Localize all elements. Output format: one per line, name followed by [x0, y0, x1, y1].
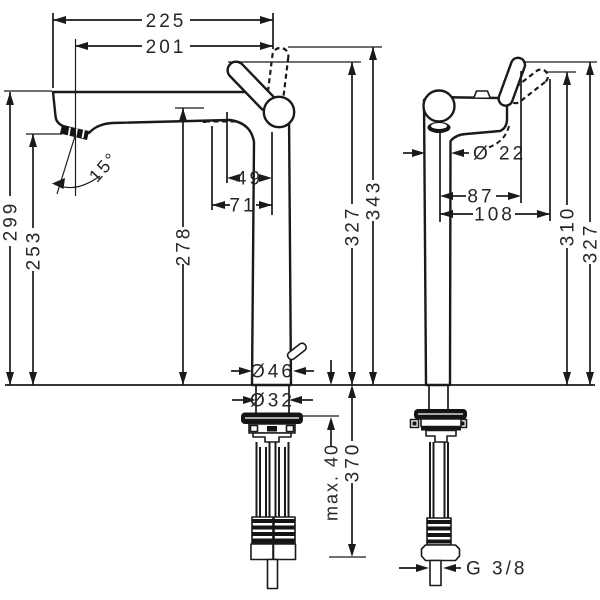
hose-nut-side	[420, 544, 461, 562]
dim-handle-reach-87: 87	[439, 71, 522, 222]
dim-label-327-front: 327	[343, 206, 364, 247]
handle-joint	[262, 95, 296, 129]
side-handle-lever	[497, 56, 527, 107]
dim-label-dia22: Ø 22	[473, 144, 526, 165]
hose-connectors-front	[251, 516, 296, 544]
hose-nut-front-right	[272, 543, 297, 561]
dim-deck-thickness-max40: max. 40	[302, 360, 342, 521]
dim-label-dia46: Ø46	[250, 362, 295, 383]
side-view-faucet	[409, 56, 549, 587]
dim-outlet-height-253: 253	[24, 133, 62, 385]
dim-spout-height-299: 299	[1, 90, 52, 385]
dim-height-310: 310	[545, 71, 579, 385]
front-view-faucet	[51, 46, 308, 590]
spout-and-body	[51, 90, 293, 387]
dim-height-327-side: 327	[523, 61, 600, 385]
dim-label-201: 201	[146, 37, 187, 58]
dim-label-299: 299	[1, 201, 22, 242]
dim-body-diameter-22: Ø 22	[403, 144, 526, 165]
dim-total-height-327-front: 327	[228, 61, 364, 385]
supply-hose-side	[429, 442, 449, 518]
dim-label-225: 225	[146, 11, 187, 32]
dim-handle-reach-108: 108	[440, 79, 551, 226]
dim-label-370: 370	[343, 442, 364, 483]
dim-body-height-278: 278	[174, 107, 204, 385]
side-body-clip	[473, 90, 491, 98]
dim-label-278: 278	[174, 226, 195, 267]
dim-base-diameter-46: Ø46	[231, 362, 314, 383]
handle-skirt-dashed	[486, 125, 510, 149]
dim-thread-g38: G 3/8	[399, 559, 527, 580]
dim-spout-reach-201: 201	[75, 37, 273, 58]
thread-shank-side	[429, 559, 442, 587]
dim-label-87: 87	[467, 187, 494, 208]
supply-hoses-front	[255, 442, 290, 517]
dim-label-49: 49	[236, 169, 263, 190]
dim-handle-offset-71: 71	[211, 126, 272, 217]
dim-total-height-343: 343	[288, 46, 385, 385]
dim-label-310: 310	[558, 206, 579, 247]
front-under-counter	[241, 385, 303, 590]
dim-label-g38: G 3/8	[466, 559, 527, 580]
popup-rod-front	[266, 558, 279, 590]
hose-nut-front-left	[250, 543, 274, 561]
dim-handle-offset-49: 49	[226, 112, 273, 215]
popup-rod-knob	[286, 342, 308, 361]
dim-label-327-side: 327	[581, 223, 600, 264]
dim-label-343: 343	[364, 180, 385, 221]
dim-label-angle: 15°	[85, 148, 122, 186]
dim-label-dia32: Ø32	[250, 391, 295, 412]
side-aerator	[427, 122, 451, 133]
side-under-counter	[409, 385, 468, 587]
dim-overall-depth-225: 225	[52, 11, 274, 88]
side-spout-nose	[422, 89, 456, 123]
dim-label-max40: max. 40	[322, 443, 342, 521]
dim-label-71: 71	[229, 196, 256, 217]
hose-connector-side	[426, 517, 452, 546]
dim-shank-diameter-32: Ø32	[232, 391, 313, 412]
dim-hose-length-370: 370	[329, 385, 366, 558]
dim-label-108: 108	[474, 205, 515, 226]
dim-label-253: 253	[24, 230, 45, 271]
side-body	[422, 95, 509, 387]
